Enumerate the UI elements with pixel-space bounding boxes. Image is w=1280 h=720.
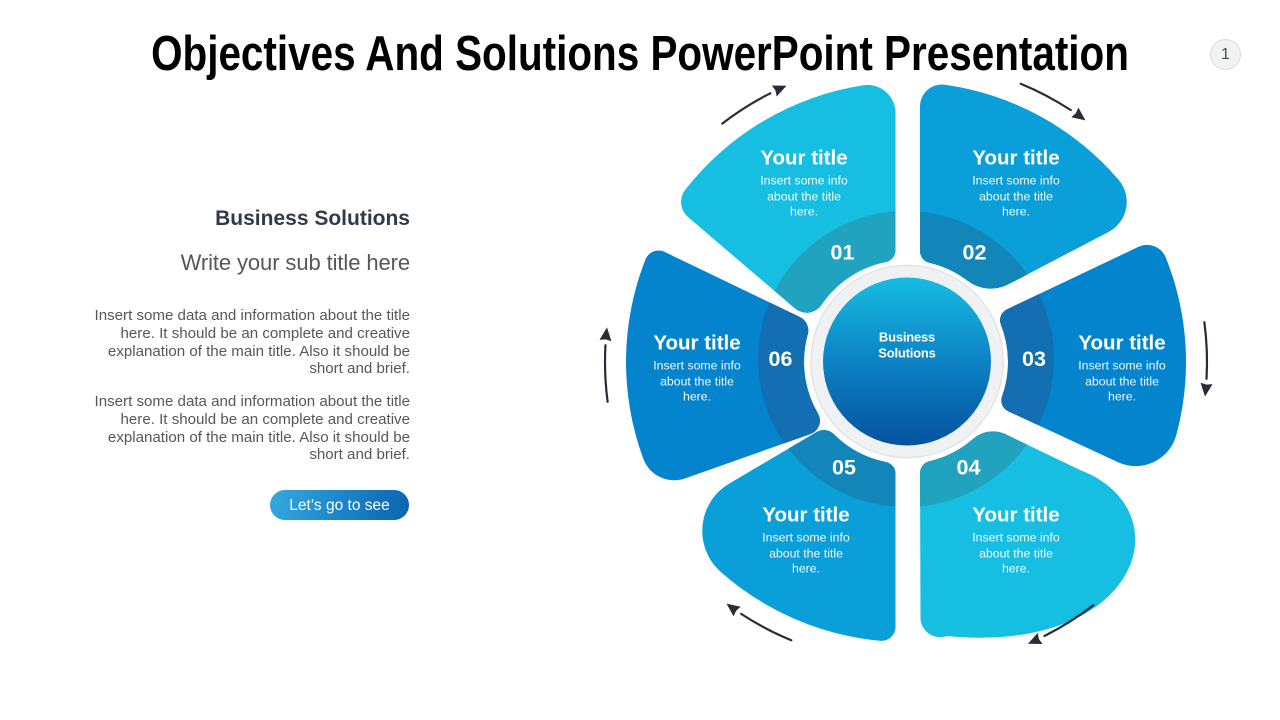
svg-text:02: 02 <box>963 241 987 265</box>
svg-text:Solutions: Solutions <box>878 346 935 361</box>
svg-text:06: 06 <box>769 347 793 371</box>
svg-text:04: 04 <box>957 456 981 480</box>
svg-text:03: 03 <box>1022 347 1046 371</box>
svg-text:05: 05 <box>832 456 856 480</box>
svg-text:01: 01 <box>831 241 855 265</box>
svg-text:Business: Business <box>879 330 935 345</box>
